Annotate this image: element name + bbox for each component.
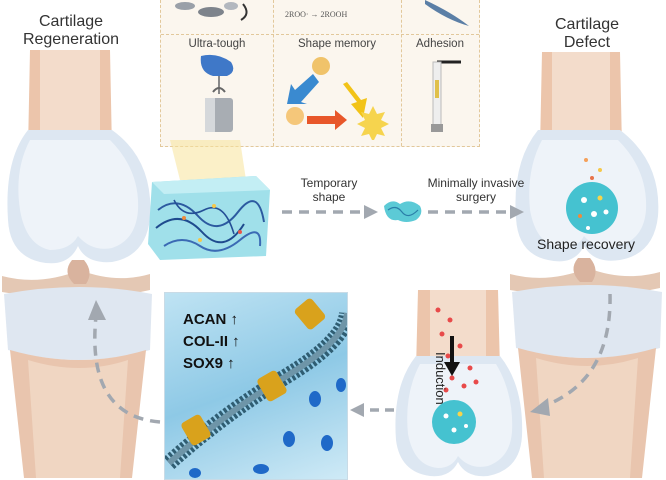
minimally-line1: Minimally invasive [427,176,525,190]
properties-panel: 2ROO· → 2ROOH Ultra-tough Shape memory A… [160,0,480,147]
defect-hydrogel [566,182,618,234]
defect-joint [510,52,662,478]
marker-col2: COL-II ↑ [183,333,240,350]
reaction-text: 2ROO· → 2ROOH [285,10,348,19]
adhesion-icon [431,60,461,132]
marker-acan: ACAN ↑ [183,311,238,328]
arrow-curve-right [530,293,612,416]
right-title-line1: Cartilage [554,16,620,33]
induction-label: Induction [433,352,448,405]
hydrogel-block [148,176,270,260]
temporary-line1: Temporary [300,176,358,190]
panel-divider [161,34,479,35]
shape-memory-icon [286,57,389,140]
right-title: Cartilage Defect [522,16,652,52]
temporary-label: Temporary shape [282,176,376,204]
minimally-invasive-label: Minimally invasive surgery [406,176,546,204]
membrane-graphic [165,298,347,478]
marker-sox9: SOX9 ↑ [183,355,235,372]
temporary-line2: shape [312,190,346,204]
arrow-to-markers [350,403,394,417]
left-title-line2: Regeneration [22,31,120,48]
weight-icon [200,54,234,132]
panel-divider [273,0,274,146]
arrow-curve-left [88,300,161,424]
left-title-line1: Cartilage [38,13,104,30]
regenerated-joint [2,50,152,478]
spotlight [170,140,246,180]
induction-hydrogel [432,400,476,444]
compressed-gel [384,201,422,222]
left-title: Cartilage Regeneration [6,13,136,49]
ultra-tough-label: Ultra-tough [188,38,246,50]
shape-recovery-label: Shape recovery [537,236,636,252]
fiber-fragments-icon [175,2,248,21]
adhesion-label: Adhesion [416,38,464,50]
marker-list: ACAN ↑ COL-II ↑ SOX9 ↑ [183,309,240,375]
feather-icon [425,0,469,26]
arrow-to-surgery [428,205,524,219]
minimally-line2: surgery [455,190,496,204]
shape-memory-label: Shape memory [298,38,376,50]
induction-joint [395,290,523,477]
arrow-to-temporary [282,205,378,219]
membrane-panel: ACAN ↑ COL-II ↑ SOX9 ↑ [164,292,348,480]
right-title-line2: Defect [563,34,611,51]
panel-divider [401,0,402,146]
